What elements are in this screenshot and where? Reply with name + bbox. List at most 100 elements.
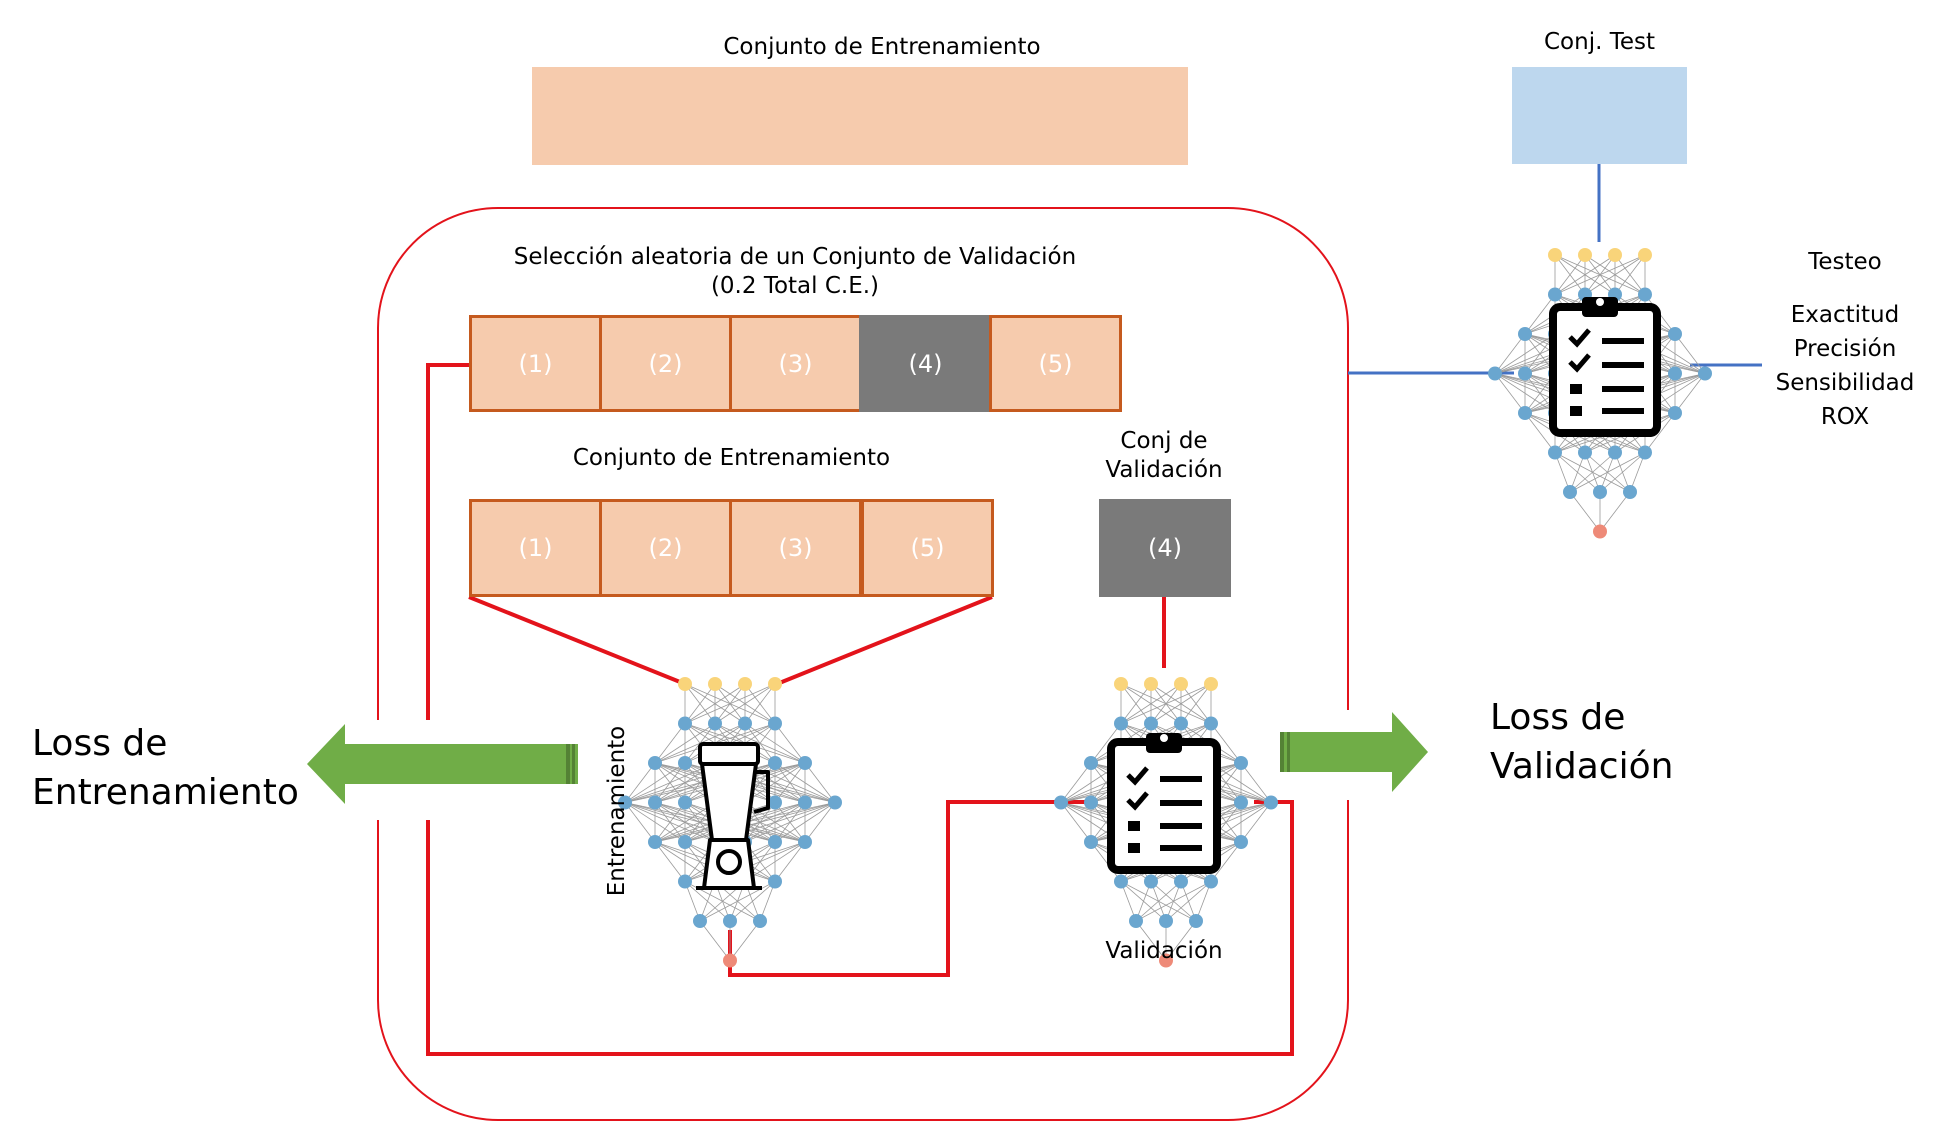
hidden-node [723,914,737,928]
network-edge [1554,254,1586,295]
network-edge [804,802,836,843]
network-edge [654,723,686,764]
output-node [1593,524,1607,539]
network-edge [1494,333,1526,374]
validation-loss-label: Loss de Validación [1490,694,1673,791]
hidden-node [1174,874,1188,889]
network-edge [1135,881,1152,922]
network-edge [624,762,656,803]
hidden-node [648,795,662,810]
hidden-node [708,716,722,731]
hidden-node [1638,287,1652,302]
training-loss-arrow-shape [307,724,578,804]
input-node [1608,248,1622,262]
network-edge [699,920,731,961]
network-edge [729,881,776,922]
hidden-node [1488,366,1502,381]
input-node [1114,677,1128,691]
hidden-node [1698,366,1712,381]
network-edge [1629,452,1646,493]
validation-loss-arrow-shape [1280,712,1428,792]
training-loss-line2: Entrenamiento [32,771,299,813]
training-set-bar [532,67,1188,165]
network-edge [744,841,806,882]
network-edge [684,683,776,724]
training-network [618,677,842,968]
hidden-node [738,716,752,731]
hidden-node [1593,485,1607,499]
test-set-bar [1512,67,1687,164]
hidden-node [1234,835,1248,849]
hidden-node [1608,445,1622,460]
network-edge [1554,254,1646,295]
network-edge [714,683,776,724]
network-edge [1569,452,1616,493]
hidden-node [618,795,632,810]
hidden-node [753,914,767,928]
network-edge [1569,452,1646,493]
input-node [1204,677,1218,691]
hidden-node [798,756,812,770]
input-node [1548,248,1562,262]
network-edge [1135,881,1212,922]
hidden-node [828,795,842,810]
network-edge [1060,762,1092,803]
hidden-node [1548,445,1562,460]
network-edge [774,723,806,764]
metric-sensitivity: Sensibilidad [1775,370,1915,396]
metric-rox: ROX [1820,404,1870,430]
input-node [1578,248,1592,262]
hidden-node [1518,366,1532,381]
network-edge [1120,683,1152,724]
cross-validation-loop-frame [377,207,1349,1121]
hidden-node [678,874,692,889]
network-edge [624,762,716,803]
hidden-node [678,795,692,810]
network-edge [1060,802,1092,843]
metric-precision: Precisión [1793,336,1897,362]
network-edge [1584,254,1646,295]
network-edge [1090,723,1122,764]
hidden-node [768,795,782,810]
hidden-node [1518,406,1532,420]
test-set-title: Conj. Test [1543,29,1655,55]
network-edge [759,881,776,922]
network-edge [654,723,716,764]
hidden-node [1114,716,1128,731]
hidden-node [1668,406,1682,420]
clipboard-icon-validation [1107,733,1221,874]
hidden-node [1578,445,1592,460]
hidden-node [1234,795,1248,810]
hidden-node [1204,716,1218,731]
network-edge [624,762,686,803]
hidden-node [693,914,707,928]
network-edge [684,683,716,724]
network-edge [1494,333,1556,374]
hidden-node [1204,874,1218,889]
training-loss-label: Loss de Entrenamiento [32,720,299,817]
training-set-title: Conjunto de Entrenamiento [723,34,1041,60]
hidden-node [1563,485,1577,499]
training-fold-3: (3) [729,499,862,597]
network-edge [804,762,836,803]
network-edge [1240,762,1272,803]
hidden-node [1129,914,1143,928]
network-edge [744,683,776,724]
network-edge [1599,491,1631,532]
network-edge [1120,683,1182,724]
validation-fold-4: (4) [1099,499,1231,597]
hidden-node [648,835,662,849]
hidden-node [798,795,812,810]
fold-5: (5) [989,315,1122,412]
network-edge [1135,920,1167,961]
network-edge [1120,683,1212,724]
training-fold-1: (1) [469,499,602,597]
input-node [1144,677,1158,691]
input-node [768,677,782,691]
testing-metrics: Exactitud Precisión Sensibilidad ROX [1760,298,1930,434]
network-edge [1090,841,1122,882]
network-edge [774,802,836,843]
network-edge [1554,452,1571,493]
network-edge [1210,841,1242,882]
output-node [723,953,737,968]
